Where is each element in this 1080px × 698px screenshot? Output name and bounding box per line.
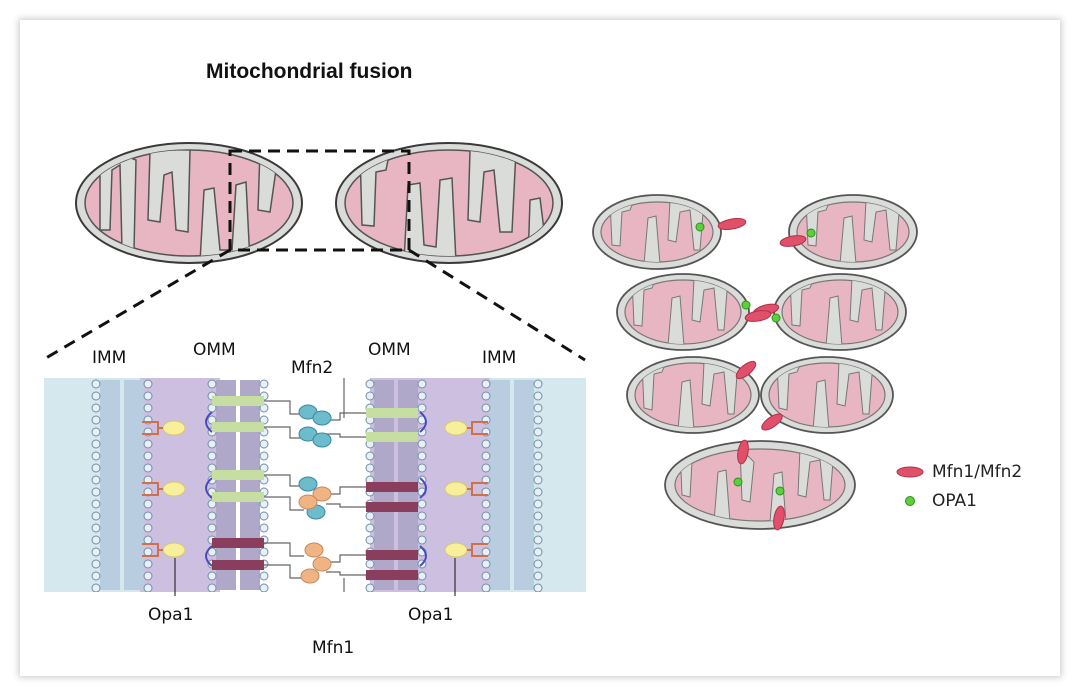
fusion-stage-4	[664, 439, 856, 531]
fusion-stage-2	[616, 273, 907, 351]
zoom-line-right	[408, 248, 586, 362]
label-mfn2: Mfn2	[291, 358, 334, 378]
omm-left-bilayer	[216, 380, 260, 590]
label-mfn1: Mfn1	[312, 638, 355, 658]
legend-opa1-label: OPA1	[932, 491, 977, 511]
legend-mfn-label: Mfn1/Mfn2	[932, 462, 1023, 482]
label-imm-left: IMM	[92, 348, 127, 368]
imm-right-bilayer	[490, 380, 534, 590]
tm-loops	[205, 411, 427, 567]
fusion-stage-3	[626, 356, 894, 434]
fusion-stage-1	[592, 194, 918, 270]
mitochondrion-left-large	[75, 142, 303, 264]
label-omm-left: OMM	[193, 340, 236, 360]
imm-left-bilayer	[100, 380, 144, 590]
membrane-detail	[44, 378, 586, 592]
figure-title: Mitochondrial fusion	[206, 60, 413, 83]
legend-mfn-marker	[896, 466, 924, 478]
mfn-bars-right	[366, 408, 418, 580]
mfn2-spheres	[298, 404, 332, 520]
opa1-anchors	[142, 421, 488, 557]
mitochondrion-right-large	[335, 142, 563, 264]
mfn-bars-left	[212, 396, 264, 570]
legend-opa1-marker	[905, 496, 915, 506]
label-imm-right: IMM	[482, 348, 517, 368]
label-omm-right: OMM	[368, 340, 411, 360]
label-opa1-right: Opa1	[408, 605, 454, 625]
mfn1-spheres	[298, 486, 332, 584]
opa1-proteins	[162, 420, 468, 558]
zoom-box	[228, 149, 411, 252]
zoom-line-left	[45, 248, 231, 360]
mfn-linkers	[264, 378, 366, 592]
label-opa1-left: Opa1	[148, 605, 194, 625]
